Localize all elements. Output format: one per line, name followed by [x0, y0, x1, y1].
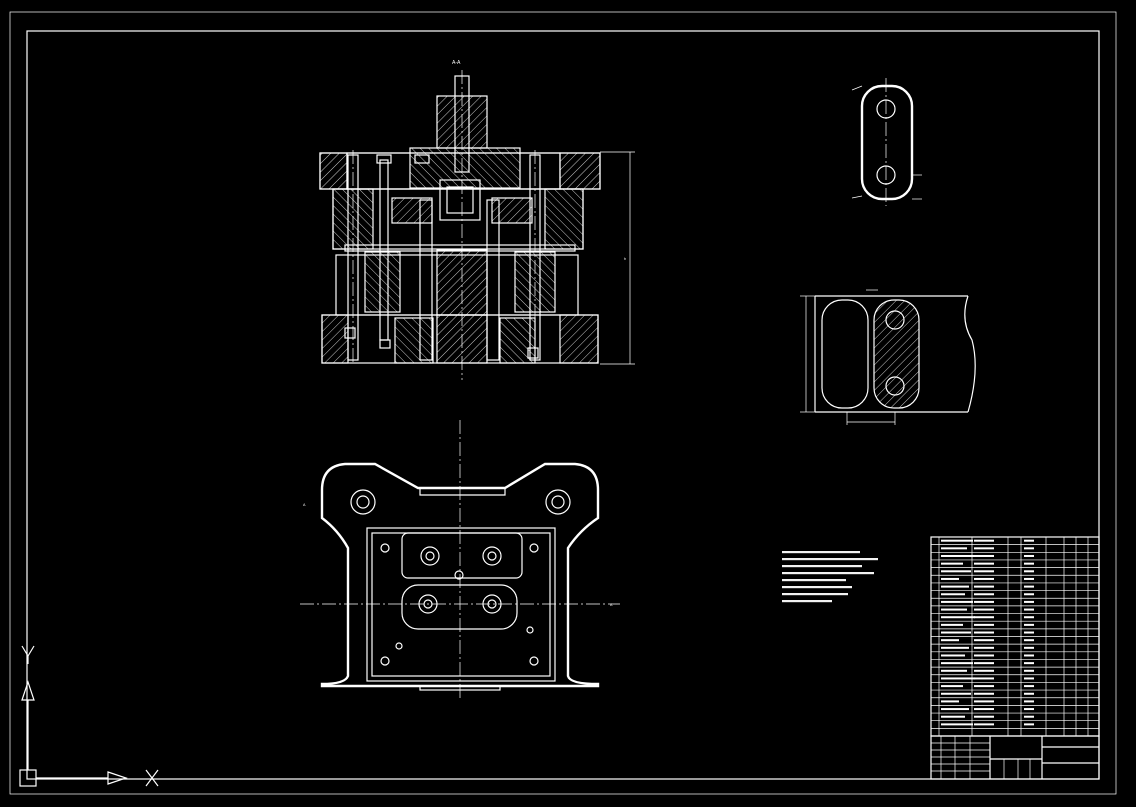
bom-cell-text — [974, 539, 994, 542]
bom-cell-text — [974, 685, 994, 688]
bom-cell-text — [941, 593, 965, 596]
title-block[interactable] — [930, 735, 1100, 780]
bom-cell-text — [941, 608, 967, 611]
bom-cell-text — [1024, 577, 1034, 580]
bom-cell-text — [974, 593, 994, 596]
bom-cell-text — [974, 708, 994, 711]
bom-cell-text — [941, 708, 969, 711]
bom-cell-text — [1024, 547, 1034, 550]
bom-cell-text — [974, 639, 994, 642]
bom-cell-text — [941, 539, 973, 542]
bom-cell-text — [1024, 669, 1034, 672]
bom-cell-text — [1024, 562, 1034, 565]
bom-cell-text — [1024, 623, 1034, 626]
part-drawing[interactable] — [851, 78, 922, 206]
sheet-inner-border — [26, 30, 1100, 780]
bom-cell-text — [1024, 677, 1034, 680]
svg-text:A: A — [610, 603, 613, 607]
bom-cell-text — [974, 631, 994, 634]
bom-cell-text — [941, 600, 973, 603]
ucs-icon — [19, 645, 159, 787]
bom-cell-text — [974, 585, 994, 588]
bom-cell-text — [1024, 723, 1034, 726]
bom-cell-text — [974, 700, 994, 703]
bom-cell-text — [1024, 646, 1034, 649]
bom-cell-text — [1024, 585, 1034, 588]
bom-cell-text — [941, 692, 971, 695]
bom-cell-text — [974, 562, 994, 565]
bom-cell-text — [941, 700, 959, 703]
bom-cell-text — [1024, 554, 1034, 557]
bom-cell-text — [1024, 639, 1034, 642]
bom-cell-text — [1024, 654, 1034, 657]
bom-cell-text — [1024, 685, 1034, 688]
bom-cell-text — [941, 577, 959, 580]
bom-cell-text — [1024, 600, 1034, 603]
section-view-a-a[interactable]: A-A — [319, 60, 635, 380]
section-label: A-A — [452, 60, 461, 66]
technical-notes — [782, 551, 878, 603]
bom-cell-text — [941, 547, 967, 550]
guide-hole-left — [350, 489, 376, 515]
plan-view-lower-die[interactable]: A A — [300, 420, 620, 700]
bom-cell-text — [941, 623, 963, 626]
bom-cell-text — [941, 685, 963, 688]
bom-cell-text — [941, 646, 969, 649]
bom-cell-text — [1024, 715, 1034, 718]
bom-cell-text — [941, 669, 967, 672]
bom-cell-text — [941, 662, 973, 665]
bom-cell-text — [941, 585, 969, 588]
bom-cell-text — [974, 623, 994, 626]
bom-cell-text — [941, 715, 965, 718]
bom-cell-text — [941, 654, 965, 657]
bom-cell-text — [1024, 539, 1034, 542]
bom-cell-text — [974, 677, 994, 680]
bom-cell-text — [1024, 631, 1034, 634]
bom-cell-text — [974, 577, 994, 580]
bom-cell-text — [974, 600, 994, 603]
bom-cell-text — [974, 715, 994, 718]
sheet-outer-border — [9, 11, 1117, 795]
bom-cell-text — [1024, 662, 1034, 665]
bom-cell-text — [974, 654, 994, 657]
bom-cell-text — [941, 677, 975, 680]
bom-cell-text — [974, 723, 994, 726]
bom-cell-text — [974, 554, 994, 557]
bom-cell-text — [1024, 700, 1034, 703]
guide-hole-right — [545, 489, 571, 515]
bom-cell-text — [974, 662, 994, 665]
bom-cell-text — [941, 562, 963, 565]
bom-cell-text — [1024, 616, 1034, 619]
svg-text:A: A — [303, 503, 306, 507]
bom-cell-text — [974, 570, 994, 573]
bom-cell-text — [974, 692, 994, 695]
bom-cell-text — [1024, 608, 1034, 611]
bill-of-materials[interactable] — [930, 536, 1100, 737]
bom-cell-text — [974, 669, 994, 672]
bom-cell-text — [941, 723, 973, 726]
bom-cell-text — [941, 554, 975, 557]
bom-cell-text — [941, 570, 971, 573]
bom-cell-text — [974, 547, 994, 550]
bom-cell-text — [974, 646, 994, 649]
bom-cell-text — [941, 616, 975, 619]
bom-cell-text — [1024, 570, 1034, 573]
bom-cell-text — [1024, 708, 1034, 711]
bom-cell-text — [1024, 593, 1034, 596]
bom-cell-text — [1024, 692, 1034, 695]
bom-cell-text — [974, 608, 994, 611]
strip-layout[interactable] — [800, 289, 976, 425]
svg-text:h: h — [624, 257, 626, 261]
bom-cell-text — [941, 639, 959, 642]
bom-cell-text — [941, 631, 971, 634]
bom-cell-text — [974, 616, 994, 619]
